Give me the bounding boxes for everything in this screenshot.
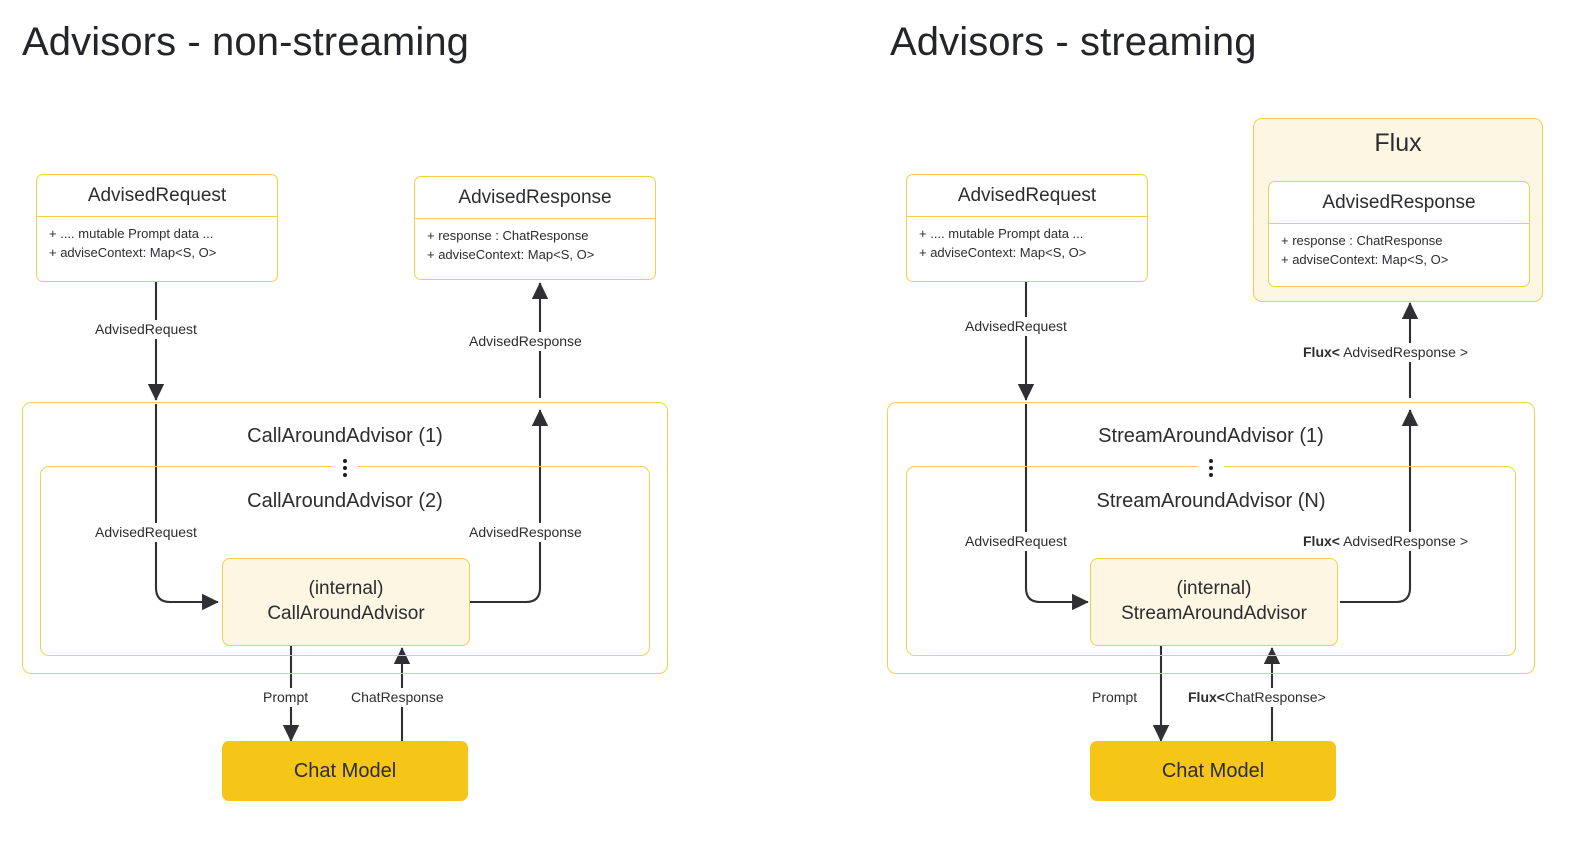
advised-request-card[interactable]: AdvisedRequest + .... mutable Prompt dat… — [906, 174, 1148, 282]
advised-request-card-attributes: + .... mutable Prompt data ... + adviseC… — [907, 217, 1147, 271]
edge-label-advised-response-top: AdvisedResponse — [466, 332, 585, 351]
attribute-row: + adviseContext: Map<S, O> — [427, 247, 595, 263]
attribute-row: + adviseContext: Map<S, O> — [1281, 252, 1449, 268]
advisor-outer-caption: CallAroundAdvisor (1) — [247, 425, 443, 447]
edge-label-advised-request-top: AdvisedRequest — [962, 317, 1070, 336]
advisor-container-outer[interactable] — [22, 402, 668, 674]
advised-response-card[interactable]: AdvisedResponse + response : ChatRespons… — [414, 176, 656, 280]
edge-label-flux-advised-response-top: Flux< AdvisedResponse > — [1300, 343, 1471, 362]
edge-label-prompt: Prompt — [260, 688, 312, 707]
advisor-inner-caption: CallAroundAdvisor (2) — [247, 490, 443, 512]
edge-label-bold-part: Flux< — [1188, 689, 1225, 705]
advised-response-card-title: AdvisedResponse — [415, 177, 655, 219]
flux-wrapper-label: Flux — [1374, 129, 1422, 157]
edge-label-rest-part: ChatResponse> — [1224, 689, 1326, 705]
attribute-row: + response : ChatResponse — [1281, 232, 1443, 248]
attribute-row: + .... mutable Prompt data ... — [49, 225, 214, 241]
advised-request-card-title: AdvisedRequest — [37, 175, 277, 217]
internal-advisor-box[interactable]: (internal) CallAroundAdvisor — [222, 558, 470, 646]
vertical-ellipsis-icon — [332, 452, 358, 484]
page-title-streaming: Advisors - streaming — [890, 20, 1257, 64]
edge-label-advised-request-inner: AdvisedRequest — [962, 532, 1070, 551]
page-title-non-streaming: Advisors - non-streaming — [22, 20, 470, 64]
advised-request-card[interactable]: AdvisedRequest + .... mutable Prompt dat… — [36, 174, 278, 282]
edge-label-flux-advised-response-inner: Flux< AdvisedResponse > — [1300, 532, 1471, 551]
internal-advisor-line1: (internal) — [1176, 578, 1252, 600]
diagram-panel-non-streaming: Advisors - non-streaming AdvisedRequest … — [22, 20, 668, 801]
advised-response-card-attributes: + response : ChatResponse + adviseContex… — [415, 219, 655, 273]
edge-label-chat-response: ChatResponse — [348, 688, 447, 707]
diagram-panel-streaming: Advisors - streaming AdvisedRequest + ..… — [795, 0, 1595, 841]
advisor-outer-caption: StreamAroundAdvisor (1) — [1098, 425, 1324, 447]
attribute-row: + response : ChatResponse — [427, 227, 589, 243]
chat-model-box[interactable]: Chat Model — [222, 741, 468, 801]
internal-advisor-line1: (internal) — [308, 578, 384, 600]
edge-label-prompt: Prompt — [1089, 688, 1141, 707]
internal-advisor-line2: StreamAroundAdvisor — [1121, 603, 1307, 624]
vertical-ellipsis-icon — [1198, 452, 1224, 484]
advised-response-card-attributes: + response : ChatResponse + adviseContex… — [1269, 224, 1529, 278]
edge-label-bold-part: Flux< — [1303, 533, 1340, 549]
advised-response-card-title: AdvisedResponse — [1269, 182, 1529, 224]
internal-advisor-line2: CallAroundAdvisor — [267, 603, 425, 624]
chat-model-box[interactable]: Chat Model — [1090, 741, 1336, 801]
advised-request-card-title: AdvisedRequest — [907, 175, 1147, 217]
edge-label-advised-response-inner: AdvisedResponse — [466, 523, 585, 542]
advised-request-card-attributes: + .... mutable Prompt data ... + adviseC… — [37, 217, 277, 271]
flux-wrapper-box[interactable]: Flux AdvisedResponse + response : ChatRe… — [1253, 118, 1543, 302]
advisor-container-outer[interactable] — [887, 402, 1535, 674]
edge-label-rest-part: AdvisedResponse > — [1339, 344, 1468, 360]
edge-label-flux-chat-response: Flux<ChatResponse> — [1185, 688, 1329, 707]
edge-label-rest-part: AdvisedResponse > — [1339, 533, 1468, 549]
internal-advisor-box[interactable]: (internal) StreamAroundAdvisor — [1090, 558, 1338, 646]
attribute-row: + .... mutable Prompt data ... — [919, 225, 1084, 241]
attribute-row: + adviseContext: Map<S, O> — [919, 245, 1087, 261]
attribute-row: + adviseContext: Map<S, O> — [49, 245, 217, 261]
edge-label-advised-request-inner: AdvisedRequest — [92, 523, 200, 542]
advised-response-card[interactable]: AdvisedResponse + response : ChatRespons… — [1268, 181, 1530, 287]
edge-label-bold-part: Flux< — [1303, 344, 1340, 360]
edge-label-advised-request-top: AdvisedRequest — [92, 320, 200, 339]
advisor-inner-caption: StreamAroundAdvisor (N) — [1096, 490, 1326, 512]
